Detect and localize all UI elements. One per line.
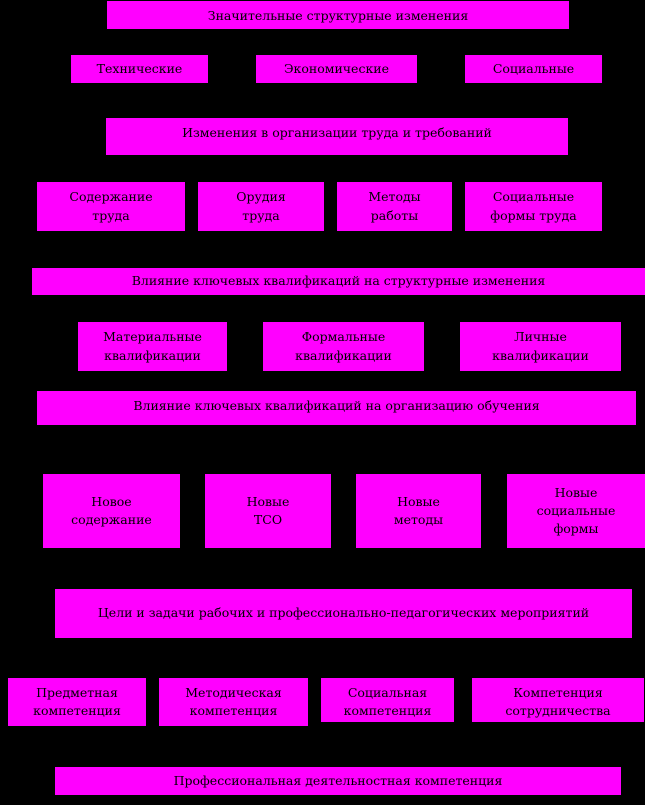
new-social-forms-box: Новые социальные формы xyxy=(507,474,645,548)
social-box: Социальные xyxy=(465,55,602,83)
goals-tasks-box: Цели и задачи рабочих и профессионально-… xyxy=(55,589,632,638)
key-qualifications-training-box: Влияние ключевых квалификаций на организ… xyxy=(37,391,636,425)
new-tso-box: Новые ТСО xyxy=(205,474,331,548)
subject-competence-box: Предметная компетенция xyxy=(8,678,146,726)
formal-qualifications-box: Формальные квалификации xyxy=(263,322,424,371)
methodical-competence-box: Методическая компетенция xyxy=(159,678,308,726)
work-methods-box: Методы работы xyxy=(337,182,452,231)
social-competence-box: Социальная компетенция xyxy=(321,678,454,722)
cooperation-competence-box: Компетенция сотрудничества xyxy=(472,678,644,722)
labor-content-box: Содержание труда xyxy=(37,182,185,231)
labor-tools-box: Орудия труда xyxy=(198,182,324,231)
key-qualifications-structural-box: Влияние ключевых квалификаций на структу… xyxy=(32,268,645,295)
economic-box: Экономические xyxy=(256,55,417,83)
professional-activity-competence-box: Профессиональная деятельностная компетен… xyxy=(55,767,621,795)
social-labor-forms-box: Социальные формы труда xyxy=(465,182,602,231)
new-content-box: Новое содержание xyxy=(43,474,180,548)
structural-changes-box: Значительные структурные изменения xyxy=(107,1,569,29)
labor-organization-changes-box: Изменения в организации труда и требован… xyxy=(106,118,568,155)
new-methods-box: Новые методы xyxy=(356,474,481,548)
personal-qualifications-box: Личные квалификации xyxy=(460,322,621,371)
material-qualifications-box: Материальные квалификации xyxy=(78,322,227,371)
technical-box: Технические xyxy=(71,55,208,83)
